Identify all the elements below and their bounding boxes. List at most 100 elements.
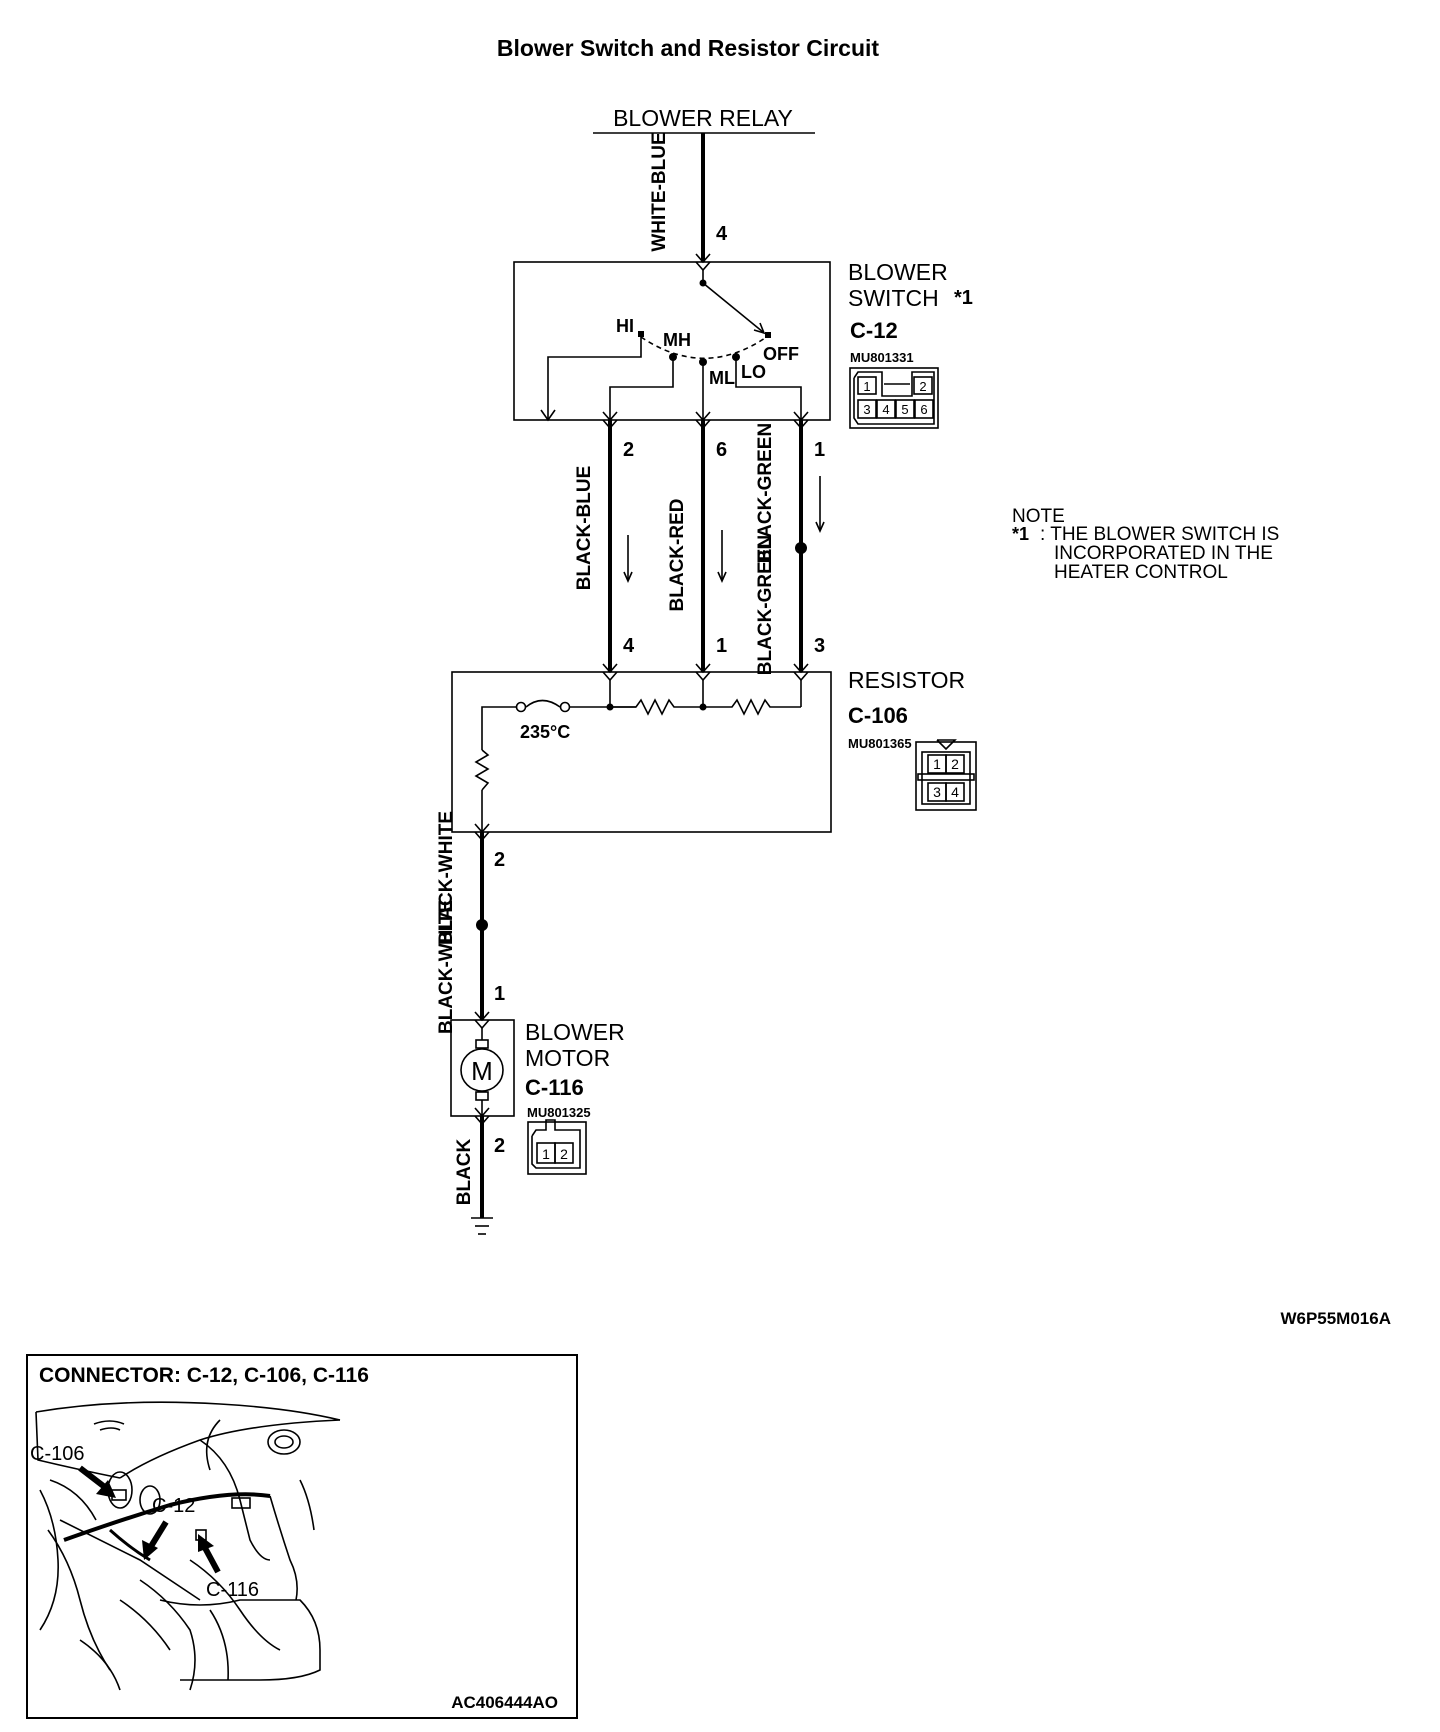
svg-text:6: 6 <box>920 402 927 417</box>
switch-wiper <box>702 282 764 333</box>
blower-relay-label: BLOWER RELAY <box>613 105 793 131</box>
resistor-part-number: MU801365 <box>848 736 912 751</box>
wire-black-green-label-top: BLACK-GREEN <box>755 423 776 563</box>
wire-black-green: 1 BLACK-GREEN BLACK-GREEN 3 <box>755 411 825 682</box>
note-line-2: INCORPORATED IN THE <box>1054 543 1273 564</box>
mh-internal-line <box>609 357 674 420</box>
resistor-pin-2: 2 <box>494 849 505 871</box>
splice-point <box>795 542 807 554</box>
switch-pin-1: 1 <box>814 439 825 461</box>
wire-black-white-label-bottom: BLACK-WHITE <box>436 900 457 1034</box>
callout-c12: C-12 <box>142 1495 195 1560</box>
wire-black-red-label: BLACK-RED <box>667 499 688 612</box>
switch-pin-6: 6 <box>716 439 727 461</box>
switch-pin-2: 2 <box>623 439 634 461</box>
pos-hi-label: HI <box>616 316 634 336</box>
wire-black-blue-label: BLACK-BLUE <box>574 466 595 591</box>
svg-text:1: 1 <box>542 1146 550 1162</box>
note-block: NOTE *1 : THE BLOWER SWITCH IS INCORPORA… <box>1012 506 1279 583</box>
contact-hi <box>638 331 644 337</box>
note-line-3: HEATER CONTROL <box>1054 562 1228 583</box>
blower-motor-label-2: MOTOR <box>525 1045 610 1071</box>
resistor-element-1 <box>474 749 490 791</box>
resistor-element-3 <box>703 698 801 716</box>
wire-black-red: 6 BLACK-RED 1 <box>667 411 727 682</box>
wire-black-blue: 2 BLACK-BLUE 4 <box>574 411 635 682</box>
resistor-block: 235°C RESISTOR C-106 MU801365 1 2 3 4 <box>451 667 977 833</box>
callout-c106-arrow <box>78 1465 108 1491</box>
connector-face-c12: 1 2 3 4 5 6 <box>849 367 939 429</box>
locator-figure-code: AC406444AO <box>451 1693 558 1712</box>
blower-switch-note-mark: *1 <box>954 287 973 309</box>
wiring-harness <box>63 1492 271 1542</box>
thermal-fuse-terminal <box>559 701 571 713</box>
blower-motor-part-number: MU801325 <box>527 1105 591 1120</box>
svg-text:4: 4 <box>951 784 959 800</box>
splice-point <box>476 919 488 931</box>
motor-pin-2: 2 <box>494 1135 505 1157</box>
blower-switch-connector-id: C-12 <box>850 318 898 343</box>
svg-text:5: 5 <box>901 402 908 417</box>
diagram-title: Blower Switch and Resistor Circuit <box>497 35 879 61</box>
svg-text:3: 3 <box>933 784 941 800</box>
resistor-label: RESISTOR <box>848 667 965 693</box>
thermal-fuse-temp: 235°C <box>520 722 570 742</box>
svg-text:3: 3 <box>863 402 870 417</box>
callout-c106-label: C-106 <box>30 1443 84 1465</box>
wire-black-label: BLACK <box>454 1138 475 1205</box>
resistor-box <box>451 671 832 833</box>
blower-motor: M BLOWER MOTOR C-116 MU801325 1 2 <box>450 1019 625 1175</box>
blower-switch-label-2: SWITCH <box>848 285 939 311</box>
resistor-pin-3: 3 <box>814 635 825 657</box>
wiper-arrow <box>753 322 766 335</box>
pos-lo-label: LO <box>741 362 766 382</box>
resistor-connector-id: C-106 <box>848 703 908 728</box>
connector-face-c106: 1 2 3 4 <box>915 739 977 811</box>
svg-text:4: 4 <box>882 402 889 417</box>
svg-text:2: 2 <box>560 1146 568 1162</box>
blower-switch: HI MH ML LO OFF BLOWER SWITCH *1 C-12 MU… <box>513 259 973 429</box>
svg-text:2: 2 <box>951 756 959 772</box>
wire-black-ground: 2 BLACK <box>454 1107 505 1235</box>
callout-c116: C-116 <box>198 1534 259 1601</box>
callout-c116-label: C-116 <box>206 1579 259 1601</box>
locator-title: CONNECTOR: C-12, C-106, C-116 <box>39 1364 369 1387</box>
switch-travel-arc <box>640 335 769 359</box>
blower-relay: BLOWER RELAY <box>593 105 815 134</box>
pos-off-label: OFF <box>763 344 799 364</box>
svg-text:1: 1 <box>933 756 941 772</box>
thermal-fuse <box>525 699 561 708</box>
locator-frame <box>26 1354 578 1719</box>
thermal-fuse-terminal <box>515 701 527 713</box>
connector-locator: CONNECTOR: C-12, C-106, C-116 <box>26 1354 578 1719</box>
motor-symbol-letter: M <box>471 1056 493 1086</box>
resistor-pin-1: 1 <box>716 635 727 657</box>
motor-symbol <box>460 1048 504 1092</box>
callout-c12-label: C-12 <box>152 1495 195 1517</box>
resistor-pin-4: 4 <box>623 635 635 657</box>
note-line-1: : THE BLOWER SWITCH IS <box>1040 524 1279 545</box>
switch-pin-4: 4 <box>716 223 728 245</box>
wire-white-blue: WHITE-BLUE 4 <box>649 132 728 272</box>
blower-switch-part-number: MU801331 <box>850 350 914 365</box>
wire-black-white: 2 BLACK-WHITE BLACK-WHITE 1 <box>436 811 505 1034</box>
svg-text:1: 1 <box>863 379 870 394</box>
figure-code: W6P55M016A <box>1280 1309 1391 1328</box>
wire-white-blue-label: WHITE-BLUE <box>649 132 670 251</box>
blower-switch-label-1: BLOWER <box>848 259 948 285</box>
hi-internal-line <box>547 337 642 420</box>
wire-black-green-label-bottom: BLACK-GREEN <box>755 535 776 675</box>
blower-motor-label-1: BLOWER <box>525 1019 625 1045</box>
callout-c106: C-106 <box>30 1443 116 1498</box>
contact-off <box>765 332 771 338</box>
note-heading: NOTE <box>1012 506 1065 527</box>
motor-pin-1: 1 <box>494 983 505 1005</box>
svg-text:2: 2 <box>919 379 926 394</box>
connector-c12-body <box>231 1497 251 1509</box>
blower-motor-connector-id: C-116 <box>525 1075 584 1100</box>
lo-internal-line <box>735 357 802 420</box>
blower-switch-box <box>513 261 831 421</box>
callout-c116-arrow <box>201 1544 221 1574</box>
callout-c12-arrow <box>147 1520 169 1550</box>
